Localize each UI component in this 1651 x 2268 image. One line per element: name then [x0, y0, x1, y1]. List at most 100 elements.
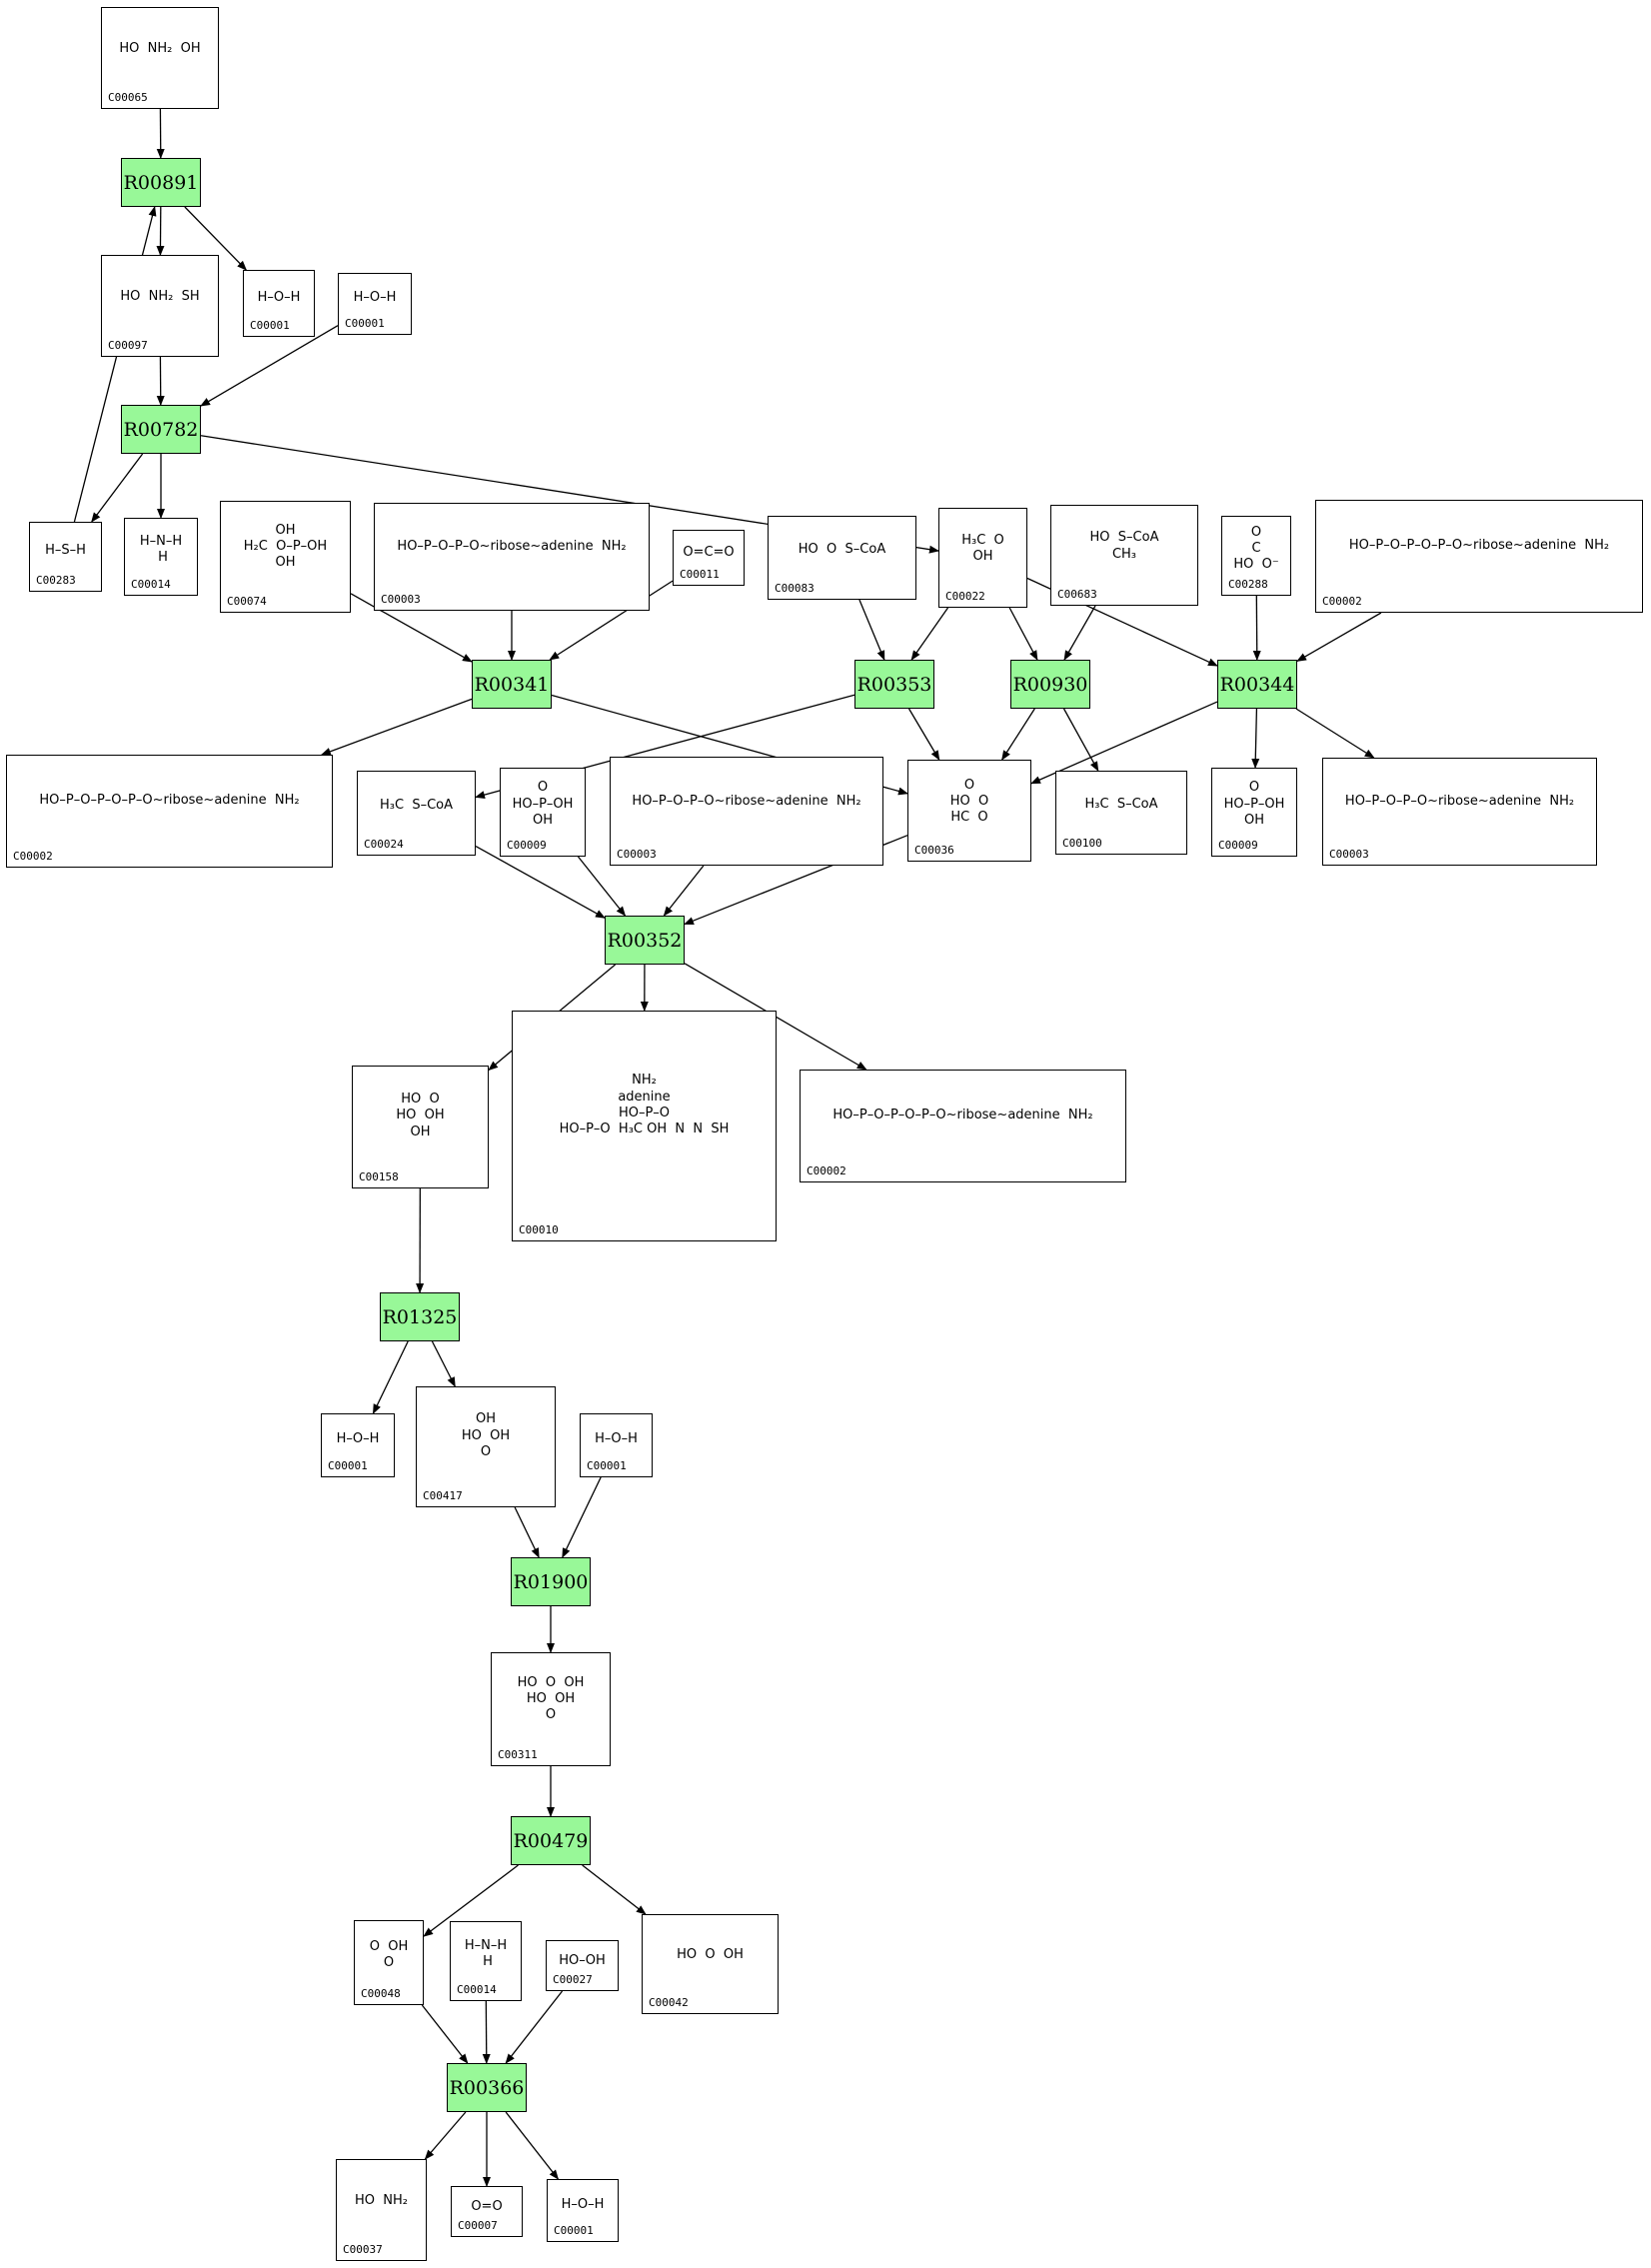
compound-structure: H–N–H H	[464, 1937, 508, 1969]
compound-id: C00683	[1057, 588, 1097, 601]
compound-c00009: O HO–P–OH OH C00009	[1211, 768, 1297, 857]
compound-structure: O C HO O⁻	[1233, 524, 1279, 573]
edge-c003b-to-r352	[663, 865, 705, 917]
reaction-r01325[interactable]: R01325	[380, 1292, 460, 1341]
compound-id: C00042	[649, 1996, 689, 2009]
edge-r479-to-c048	[423, 1864, 519, 1937]
compound-id: C00001	[328, 1459, 368, 1472]
compound-id: C00036	[914, 844, 954, 857]
edge-r782-to-c283	[91, 453, 144, 523]
compound-id: C00001	[554, 2224, 594, 2237]
reaction-r00344[interactable]: R00344	[1217, 660, 1297, 709]
compound-id: C00083	[775, 582, 815, 595]
compound-structure: H₃C O OH	[961, 532, 1004, 565]
compound-structure: H–N–H H	[139, 533, 183, 566]
reaction-r00782[interactable]: R00782	[121, 405, 201, 454]
compound-structure: HO O HO OH OH	[396, 1092, 445, 1139]
compound-id: C00001	[345, 317, 385, 330]
edge-r366-to-c001e	[505, 2111, 560, 2180]
compound-c00024: H₃C S–CoA C00024	[357, 771, 476, 856]
compound-structure: HO–P–O–P–O–P–O~ribose~adenine NH₂	[1348, 538, 1610, 554]
compound-structure: O HO–P–OH OH	[1223, 780, 1285, 828]
compound-c00065: HO NH₂ OH C00065	[101, 7, 219, 109]
compound-structure: HO NH₂ SH	[120, 288, 200, 304]
edge-r930-to-c100	[1062, 708, 1099, 772]
compound-id: C00048	[361, 1987, 401, 2000]
compound-id: C00024	[364, 838, 404, 851]
compound-id: C00158	[359, 1170, 399, 1183]
compound-structure: NH₂ adenine HO–P–O HO–P–O H₃C OH N N SH	[559, 1073, 730, 1137]
compound-structure: H₃C S–CoA	[379, 797, 453, 813]
compound-id: C00014	[457, 1983, 497, 1996]
compound-structure: HO–P–O–P–O–P–O~ribose~adenine NH₂	[832, 1108, 1093, 1124]
compound-id: C00002	[13, 850, 53, 863]
compound-c00002: HO–P–O–P–O–P–O~ribose~adenine NH₂ C00002	[1315, 500, 1643, 613]
edge-r341-to-c002a	[320, 698, 473, 756]
edge-c083-to-r353	[858, 599, 885, 661]
compound-structure: HO–P–O–P–O~ribose~adenine NH₂	[397, 539, 627, 555]
compound-structure: HO–P–O–P–O~ribose~adenine NH₂	[632, 793, 861, 809]
edge-c048-to-r366	[421, 2004, 469, 2064]
edge-r930-to-c036	[1001, 708, 1035, 761]
compound-id: C00014	[131, 578, 171, 591]
edge-c022-to-r353	[910, 607, 949, 661]
reaction-r00352[interactable]: R00352	[605, 916, 685, 965]
reaction-r01900[interactable]: R01900	[511, 1557, 591, 1606]
compound-structure: HO–P–O–P–O–P–O~ribose~adenine NH₂	[39, 793, 300, 809]
compound-structure: H–O–H	[561, 2196, 605, 2212]
compound-id: C00009	[1218, 839, 1258, 852]
compound-structure: HO NH₂ OH	[119, 40, 201, 56]
compound-structure: OH H₂C O–P–OH OH	[243, 522, 328, 571]
compound-structure: HO O OH	[677, 1947, 744, 1963]
compound-c00288: O C HO O⁻C00288	[1221, 516, 1291, 596]
compound-c00010: NH₂ adenine HO–P–O HO–P–O H₃C OH N N SH C…	[512, 1011, 777, 1241]
compound-c00001: H–O–H C00001	[547, 2179, 619, 2242]
compound-c00003: HO–P–O–P–O~ribose~adenine NH₂ C00003	[374, 503, 650, 611]
compound-c00097: HO NH₂ SH C00097	[101, 255, 219, 357]
edge-c011-to-r341	[549, 580, 674, 661]
edge-r479-to-c042	[582, 1864, 647, 1915]
compound-c00014: H–N–H H C00014	[450, 1921, 522, 2001]
reaction-r00479[interactable]: R00479	[511, 1816, 591, 1865]
edge-r366-to-c037	[424, 2111, 467, 2160]
compound-id: C00002	[1322, 595, 1362, 608]
edge-c417-to-r1900	[514, 1506, 540, 1558]
compound-id: C00065	[108, 91, 148, 104]
compound-id: C00027	[553, 1973, 593, 1986]
edge-c024-to-r352	[475, 846, 606, 919]
compound-structure: HO O OH HO OH O	[517, 1674, 585, 1723]
compound-structure: HO–OH	[559, 1952, 606, 1968]
reaction-r00341[interactable]: R00341	[472, 660, 552, 709]
compound-id: C00100	[1062, 837, 1102, 850]
reaction-r00891[interactable]: R00891	[121, 158, 201, 207]
reaction-r00366[interactable]: R00366	[447, 2063, 527, 2112]
compound-id: C00097	[108, 339, 148, 352]
edge-r344-to-c003c	[1295, 708, 1375, 759]
compound-id: C00074	[227, 595, 267, 608]
compound-id: C00003	[381, 593, 421, 606]
compound-structure: HO NH₂	[355, 2192, 408, 2208]
edge-r1325-to-c001c	[372, 1340, 409, 1414]
compound-id: C00010	[519, 1223, 559, 1236]
edge-r344-to-c036	[1030, 701, 1218, 785]
reaction-r00930[interactable]: R00930	[1010, 660, 1090, 709]
compound-structure: O OH O	[369, 1938, 409, 1971]
reaction-r00353[interactable]: R00353	[854, 660, 934, 709]
edge-c027-to-r366	[505, 1990, 564, 2064]
compound-structure: H–O–H	[353, 290, 397, 306]
edge-c001b-to-r782	[200, 325, 339, 407]
compound-c00158: HO O HO OH OH C00158	[352, 1066, 489, 1188]
compound-structure: HO O S–CoA	[798, 542, 886, 558]
